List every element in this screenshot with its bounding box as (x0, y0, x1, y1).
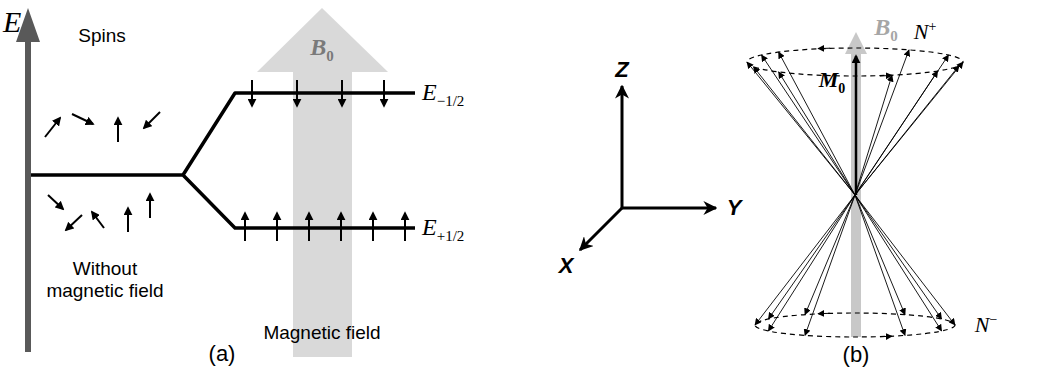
energy-level-label: E−1/2 (422, 79, 464, 107)
panel-label: (b) (843, 342, 870, 367)
field-rod (851, 52, 861, 337)
spin-vector (855, 55, 949, 195)
subscript: +1/2 (437, 228, 465, 244)
spin-up-arrows (245, 213, 405, 241)
symbol: E (422, 79, 437, 105)
subscript: 0 (326, 48, 334, 64)
spin-vector (855, 75, 892, 195)
spins-label: Spins (78, 25, 126, 47)
condition-label: Without magnetic field (38, 258, 173, 302)
spin-arrow (244, 213, 246, 241)
superscript: + (928, 19, 936, 34)
rotation-arrow (818, 48, 830, 49)
magnetization-label: M0 (819, 67, 846, 92)
spin-vector (779, 72, 855, 195)
spin-vector (855, 195, 942, 319)
spin-arrow (372, 213, 374, 241)
superscript: − (989, 312, 997, 327)
field-label: B0 (310, 34, 334, 62)
spin-down-arrows (252, 80, 384, 106)
spin-vector (855, 62, 963, 195)
spin-arrow (296, 80, 298, 106)
magnetization-vector (855, 56, 858, 195)
spin-vector (755, 195, 855, 325)
spin-vector (855, 195, 905, 335)
spin-vector (855, 50, 909, 195)
field-label: B0 (874, 14, 898, 42)
random-spins (45, 112, 160, 232)
rotation-arrow (880, 336, 892, 337)
spin-arrow (251, 80, 253, 106)
energy-axis (16, 8, 40, 352)
rotation-arrows (818, 48, 892, 337)
spin-arrow (92, 212, 104, 228)
rotation-arrow (818, 313, 830, 314)
coordinate-axes (580, 86, 716, 250)
spin-arrow (45, 118, 60, 137)
spin-arrow (404, 213, 406, 241)
x-axis (580, 208, 622, 250)
symbol: B (310, 34, 326, 60)
subscript: 0 (838, 81, 845, 96)
upper-spin-cone (747, 50, 963, 195)
spin-arrow (340, 213, 342, 241)
spin-arrow (149, 194, 151, 218)
spin-vector (768, 195, 855, 331)
symbol: N (975, 312, 990, 337)
axis-label: Z (615, 57, 628, 82)
axis-label: E (3, 5, 21, 40)
axis-label: X (559, 253, 574, 278)
symbol: B (874, 14, 890, 40)
panel-label: (a) (209, 341, 236, 366)
spin-vector (855, 195, 905, 315)
spin-vector (805, 195, 855, 335)
spin-vector (855, 195, 942, 331)
spin-vector (754, 67, 856, 195)
population-label: N+ (914, 19, 937, 44)
spin-arrow (276, 213, 278, 241)
symbol: M (819, 67, 839, 92)
population-label: N− (975, 312, 998, 337)
field-arrow (257, 8, 388, 357)
lower-spin-cone (755, 195, 955, 335)
subscript: 0 (890, 28, 898, 44)
field-rod-head (845, 32, 867, 54)
spin-arrow (127, 208, 129, 232)
spin-arrow (48, 195, 63, 209)
spin-vector (805, 195, 855, 315)
symbol: E (422, 214, 437, 240)
subscript: −1/2 (437, 93, 465, 109)
z-axis (621, 86, 624, 208)
spin-arrow (144, 112, 160, 128)
spin-arrow (341, 80, 343, 106)
axis-label: Y (727, 195, 742, 220)
spin-vector (747, 62, 855, 195)
spin-vector (768, 195, 855, 319)
energy-level-label: E+1/2 (422, 214, 464, 242)
spin-vector (779, 52, 855, 195)
rotation-arrow (880, 75, 892, 77)
spin-vector (762, 55, 856, 195)
spin-vector (855, 195, 955, 325)
spin-arrow (72, 114, 93, 124)
precession-ellipse (755, 313, 955, 337)
symbol: N (914, 19, 929, 44)
energy-levels (31, 93, 415, 228)
spin-arrow (117, 118, 119, 142)
spin-arrow (308, 213, 310, 241)
spin-arrow (383, 80, 385, 106)
condition-label: Magnetic field (263, 322, 380, 344)
spin-arrow (66, 215, 82, 230)
y-axis (622, 207, 716, 210)
